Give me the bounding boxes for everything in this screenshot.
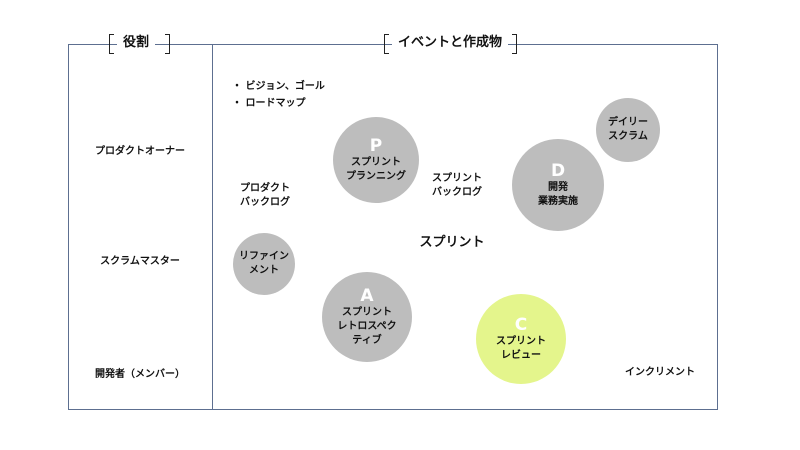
refinement-circle: リファイン メント xyxy=(233,233,295,295)
retrospective-letter: A xyxy=(360,286,374,306)
role-product-owner-label: プロダクトオーナー xyxy=(95,146,185,157)
bullet-vision-text: ビジョン、ゴール xyxy=(245,81,325,92)
bullet-roadmap: ・ ロードマップ xyxy=(232,98,306,109)
retrospective-circle: A スプリント レトロスペク ティブ xyxy=(322,272,412,362)
role-developers-label: 開発者（メンバー） xyxy=(95,369,185,380)
planning-line2: プランニング xyxy=(346,171,406,182)
roles-panel xyxy=(68,44,213,410)
sprint-center-label: スプリント xyxy=(419,235,485,250)
doing-letter: D xyxy=(550,161,566,181)
retrospective-line2: レトロスペク xyxy=(337,321,397,332)
sprint-backlog-label: スプリント バックログ xyxy=(424,172,490,200)
daily-scrum-circle: デイリー スクラム xyxy=(596,98,660,162)
doing-circle: D 開発 業務実施 xyxy=(512,139,604,231)
doing-line1: 開発 xyxy=(548,182,568,193)
review-letter: C xyxy=(514,315,528,335)
bullet-roadmap-text: ロードマップ xyxy=(245,98,306,109)
daily-scrum-line1: デイリー xyxy=(608,117,648,128)
events-title-bracket-left xyxy=(384,34,389,54)
refinement-line2: メント xyxy=(249,265,279,276)
daily-scrum-line2: スクラム xyxy=(608,131,648,142)
review-circle: C スプリント レビュー xyxy=(476,294,566,384)
sprint-backlog-line1: スプリント xyxy=(432,173,482,184)
roles-title-bracket-right xyxy=(165,34,170,54)
refinement-line1: リファイン xyxy=(239,251,289,262)
sprint-backlog-line2: バックログ xyxy=(432,187,482,198)
product-backlog-line2: バックログ xyxy=(240,197,290,208)
roles-title: 役割 xyxy=(117,35,156,51)
review-line1: スプリント xyxy=(496,336,546,347)
role-scrum-master-label: スクラムマスター xyxy=(100,256,180,267)
product-backlog-label: プロダクト バックログ xyxy=(232,182,298,210)
product-backlog-line1: プロダクト xyxy=(240,183,290,194)
planning-line1: スプリント xyxy=(351,157,401,168)
roles-title-bracket-left xyxy=(109,34,114,54)
planning-circle: P スプリント プランニング xyxy=(333,117,419,203)
doing-line2: 業務実施 xyxy=(538,196,578,207)
events-title: イベントと作成物 xyxy=(392,35,509,51)
events-title-bracket-right xyxy=(512,34,517,54)
planning-letter: P xyxy=(369,136,383,156)
review-line2: レビュー xyxy=(501,350,541,361)
retrospective-line1: スプリント xyxy=(342,307,392,318)
retrospective-line3: ティブ xyxy=(352,335,382,346)
bullet-vision: ・ ビジョン、ゴール xyxy=(232,81,325,92)
increment-label: インクリメント xyxy=(625,367,695,378)
